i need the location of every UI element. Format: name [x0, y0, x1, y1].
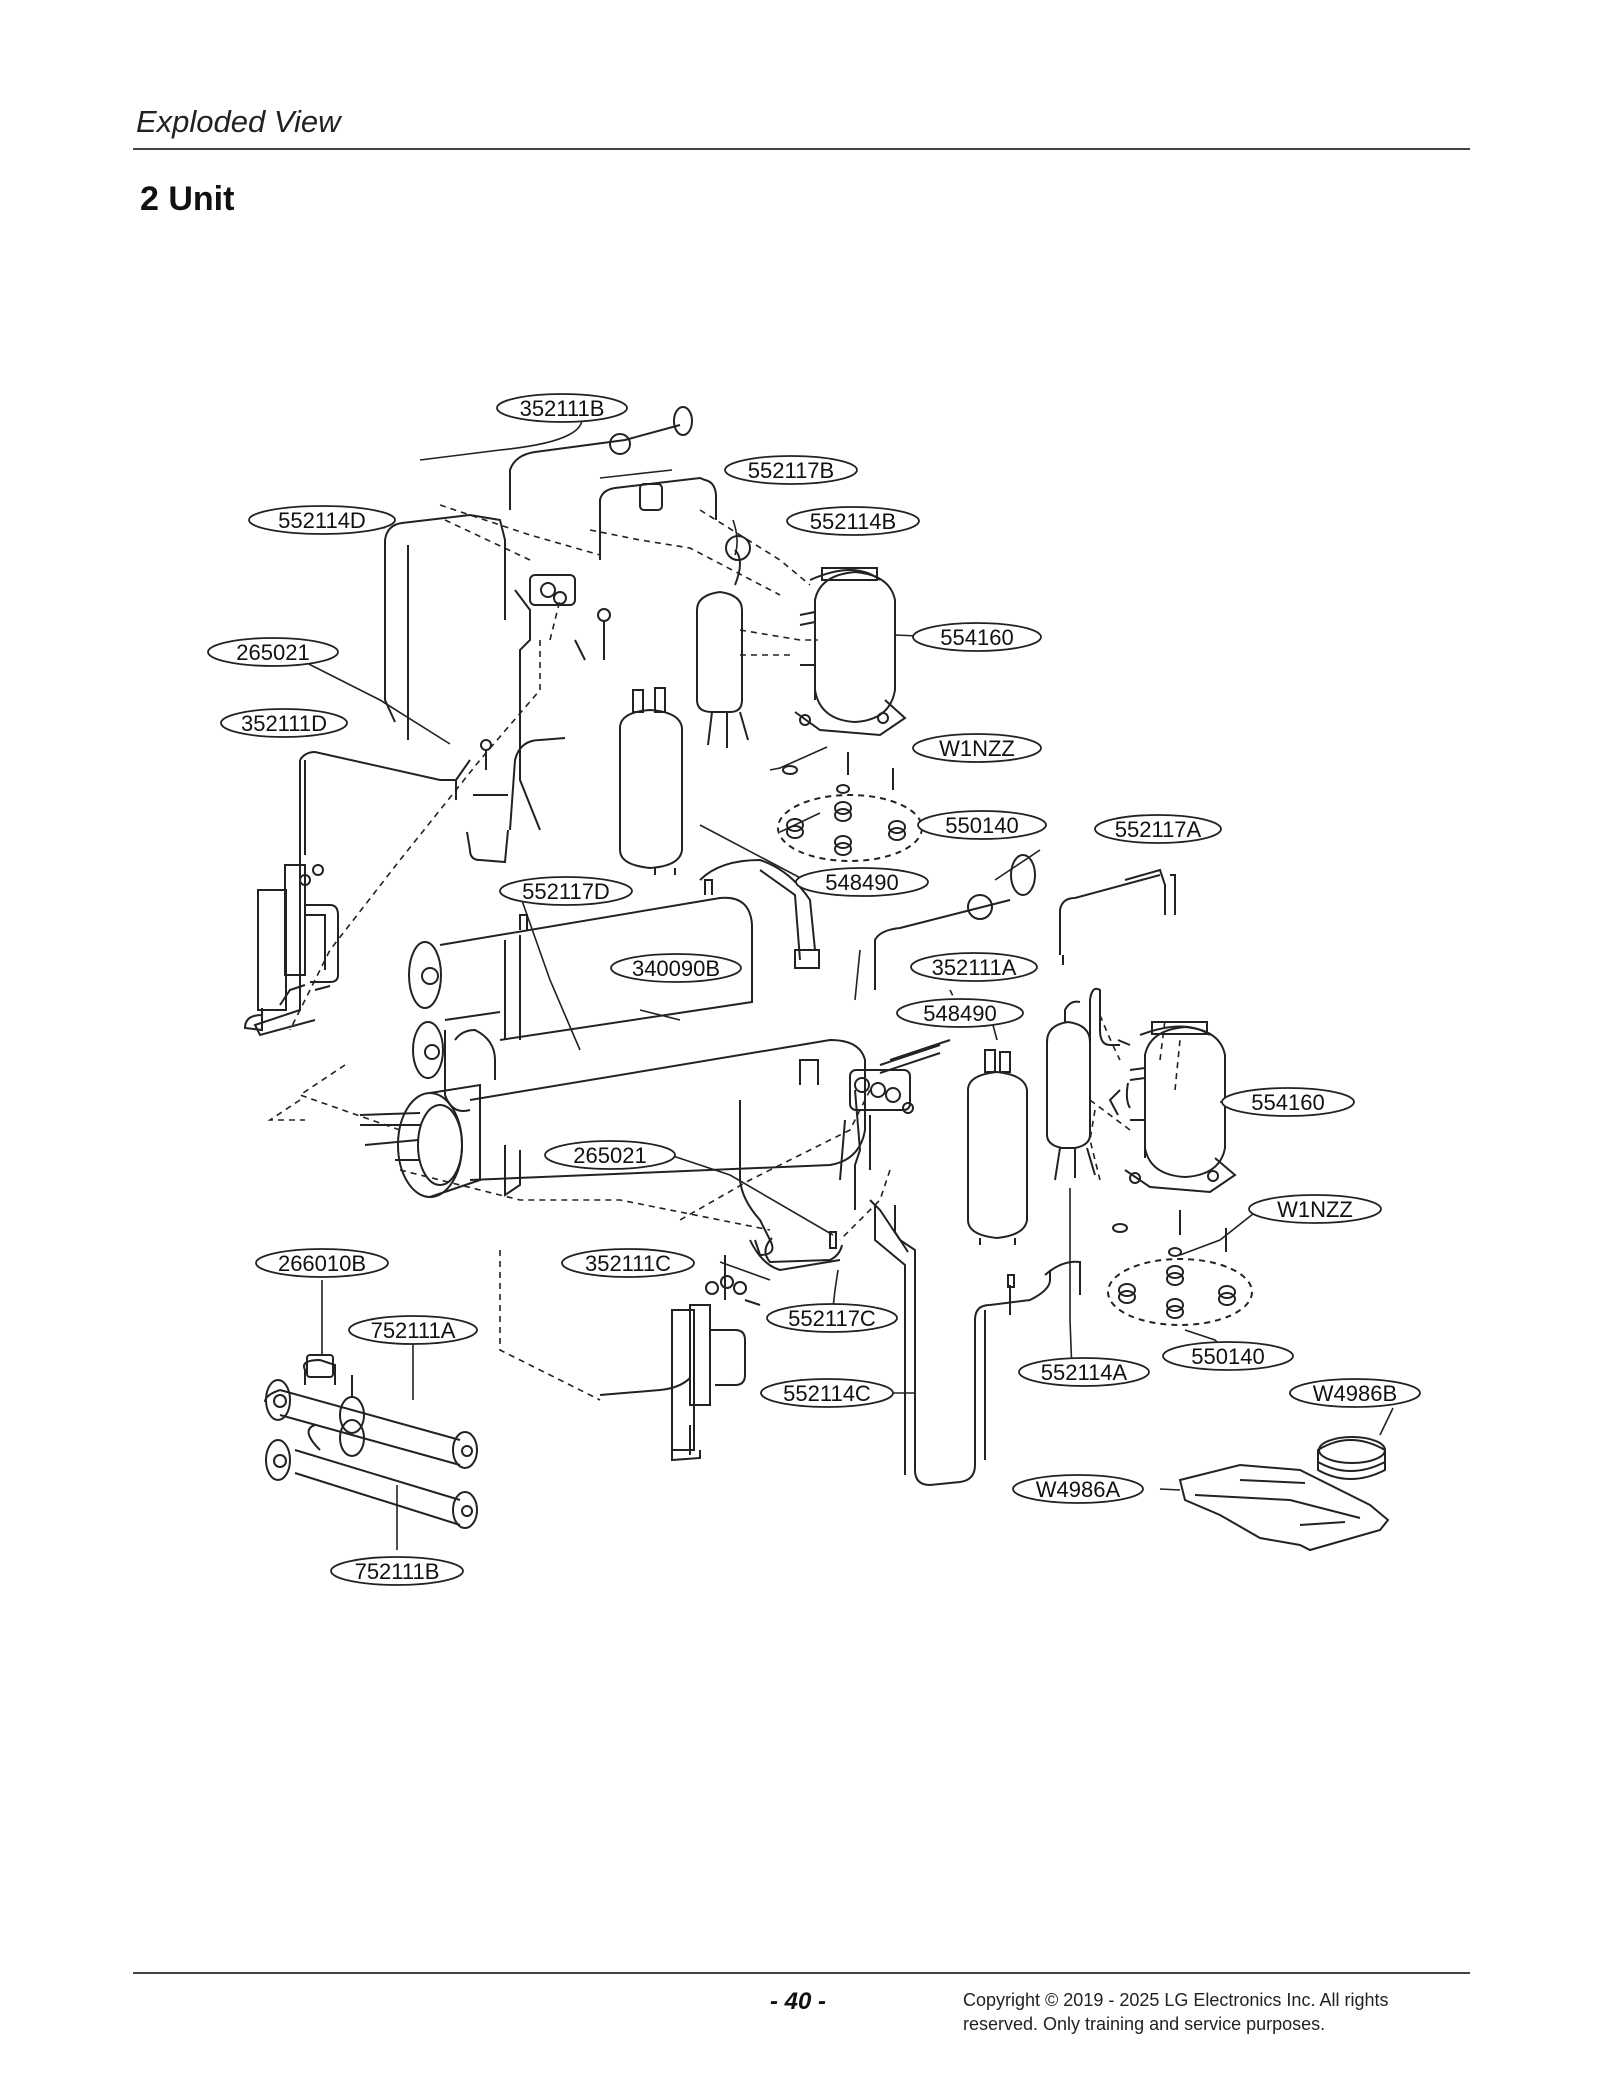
callout-548490-lower: 548490 [896, 998, 1024, 1028]
label-752111a: 752111A [371, 1318, 456, 1343]
part-callouts: 352111B 552117B 552114D 552114B 554160 2… [207, 393, 1421, 1586]
callout-266010b: 266010B [255, 1248, 389, 1278]
label-352111c: 352111C [585, 1251, 671, 1276]
callout-w4986b: W4986B [1289, 1378, 1421, 1408]
label-352111d: 352111D [241, 711, 327, 736]
upper-piping-group [384, 406, 923, 875]
label-550140-lower: 550140 [1191, 1344, 1264, 1369]
callout-352111a: 352111A [910, 952, 1038, 982]
lower-filter-unit [599, 1255, 761, 1462]
callout-550140-lower: 550140 [1162, 1341, 1294, 1371]
label-552114b: 552114B [810, 509, 896, 534]
callout-w4986a: W4986A [1012, 1474, 1144, 1504]
callout-265021-lower: 265021 [544, 1140, 676, 1170]
label-550140-upper: 550140 [945, 813, 1018, 838]
label-752111b: 752111B [355, 1559, 440, 1584]
unit-title: 2 Unit [140, 180, 235, 218]
callout-leaders [282, 407, 1394, 1550]
callout-552114b: 552114B [786, 506, 920, 536]
copyright-notice: Copyright © 2019 - 2025 LG Electronics I… [963, 1990, 1389, 2034]
label-548490-lower: 548490 [923, 1001, 996, 1026]
label-552114a: 552114A [1041, 1360, 1128, 1385]
label-w1nzz-upper: W1NZZ [939, 736, 1015, 761]
label-340090b: 340090B [632, 956, 720, 981]
callout-352111c: 352111C [561, 1248, 695, 1278]
callout-265021-upper: 265021 [207, 637, 339, 667]
label-352111b: 352111B [520, 396, 605, 421]
callout-552114c: 552114C [760, 1378, 894, 1408]
label-552114d: 552114D [278, 508, 366, 533]
callout-552117d: 552117D [499, 876, 633, 906]
callout-w1nzz-lower: W1NZZ [1248, 1194, 1382, 1224]
callout-552114d: 552114D [248, 505, 396, 535]
label-554160-upper: 554160 [940, 625, 1013, 650]
callout-752111b: 752111B [330, 1556, 464, 1586]
label-552114c: 552114C [783, 1381, 871, 1406]
callout-340090b: 340090B [610, 953, 742, 983]
footer-rule [133, 1972, 1470, 1974]
water-header-pipes [264, 1354, 478, 1529]
callout-552117c: 552117C [766, 1303, 898, 1333]
label-552117d: 552117D [522, 879, 610, 904]
label-w1nzz-lower: W1NZZ [1277, 1197, 1353, 1222]
page-number: - 40 - [770, 1988, 827, 2015]
callout-550140-upper: 550140 [917, 810, 1047, 840]
label-w4986b: W4986B [1313, 1381, 1397, 1406]
section-title: Exploded View [136, 104, 341, 139]
callout-554160-lower: 554160 [1221, 1087, 1355, 1117]
callout-552114a: 552114A [1018, 1357, 1150, 1387]
label-352111a: 352111A [932, 955, 1017, 980]
label-552117c: 552117C [788, 1306, 876, 1331]
label-w4986a: W4986A [1036, 1477, 1121, 1502]
callout-352111d: 352111D [220, 708, 348, 738]
lower-grommets [1118, 1265, 1236, 1319]
callout-548490-upper: 548490 [795, 867, 929, 897]
cover-parts [1178, 1436, 1390, 1552]
left-filter-unit [243, 750, 441, 1037]
callout-w1nzz-upper: W1NZZ [912, 733, 1042, 763]
header-rule [133, 148, 1470, 150]
lower-piping-group [739, 854, 1253, 1487]
label-265021-lower: 265021 [573, 1143, 646, 1168]
label-552117a: 552117A [1115, 817, 1202, 842]
label-548490-upper: 548490 [825, 870, 898, 895]
label-552117b: 552117B [748, 458, 834, 483]
callout-752111a: 752111A [348, 1315, 478, 1345]
callout-552117b: 552117B [724, 455, 858, 485]
callout-352111b: 352111B [496, 393, 628, 423]
label-554160-lower: 554160 [1251, 1090, 1324, 1115]
callout-552117a: 552117A [1094, 814, 1222, 844]
label-265021-upper: 265021 [236, 640, 309, 665]
upper-grommets [786, 801, 906, 856]
label-266010b: 266010B [278, 1251, 366, 1276]
callout-554160-upper: 554160 [912, 622, 1042, 652]
